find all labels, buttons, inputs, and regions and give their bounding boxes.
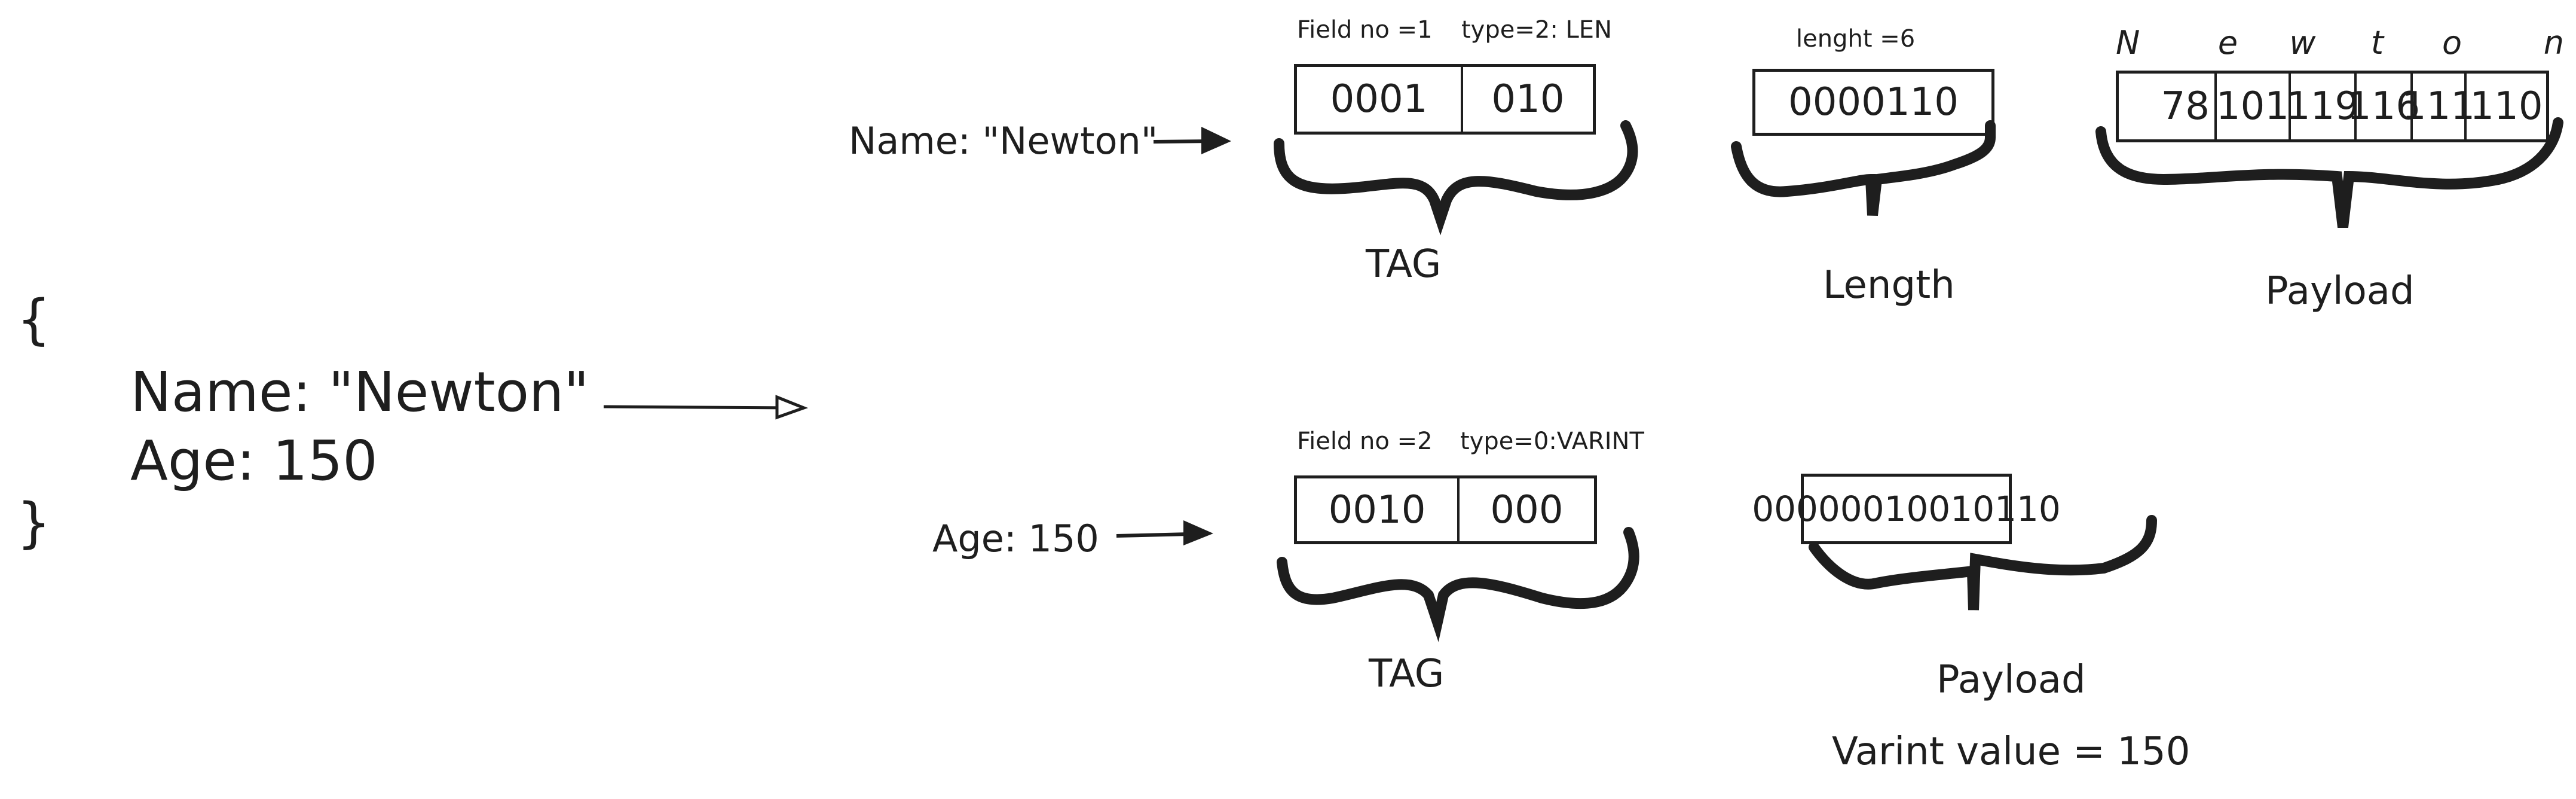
field2-type-note: type=0:VARINT: [1460, 428, 1644, 455]
field1-payload-box: 78 101 119 116 111 110: [2116, 71, 2549, 142]
payload-char: w: [2289, 24, 2316, 62]
payload-char: o: [2442, 24, 2462, 62]
field1-tag-caption: TAG: [1366, 242, 1442, 286]
payload-char: t: [2370, 24, 2384, 62]
field1-payload-caption: Payload: [2265, 269, 2415, 313]
payload-char: N: [2116, 24, 2140, 62]
payload-byte: 119: [2286, 74, 2359, 139]
field2-tag-field-bits: 0010: [1297, 478, 1460, 541]
source-line-age: Age: 150: [130, 429, 378, 493]
field1-field-no-note: Field no =1: [1297, 16, 1433, 44]
field2-field-no-note: Field no =2: [1297, 428, 1433, 455]
field2-payload-caption: Payload: [1936, 658, 2086, 702]
payload-byte: 101: [2216, 74, 2291, 139]
payload-char: n: [2543, 24, 2564, 62]
field2-arrow: [1116, 520, 1213, 545]
payload-byte: 78: [2119, 74, 2217, 139]
field2-payload-brace: [1809, 515, 2157, 611]
field1-length-box: 0000110: [1752, 69, 1994, 136]
field1-length-brace: [1731, 120, 1996, 216]
field1-payload-chars: N e w t o n: [2116, 27, 2564, 59]
field1-length-caption: Length: [1823, 263, 1955, 307]
field2-tag-box: 0010 000: [1294, 475, 1597, 544]
field1-length-bits: 0000110: [1788, 80, 1959, 124]
field2-payload-box: 00000010010110: [1752, 474, 2061, 544]
field1-input-label: Name: "Newton": [849, 119, 1158, 163]
field1-payload-brace: [2095, 117, 2563, 228]
payload-byte: 110: [2470, 84, 2543, 129]
close-brace: }: [17, 492, 51, 554]
field2-tag-type-bits: 000: [1490, 487, 1564, 532]
field2-varint-note: Varint value = 150: [1832, 730, 2190, 774]
open-brace: {: [17, 288, 51, 351]
source-line-name: Name: "Newton": [130, 360, 589, 424]
field1-type-note: type=2: LEN: [1461, 16, 1612, 44]
field1-tag-box: 0001 010: [1294, 64, 1596, 135]
field1-tag-field-bits: 0001: [1297, 67, 1463, 132]
payload-byte: 116: [2347, 74, 2420, 139]
field2-payload-bits: 00000010010110: [1752, 489, 2061, 529]
field2-tag-brace: [1277, 527, 1639, 642]
field1-tag-brace: [1274, 120, 1638, 236]
field2-tag-caption: TAG: [1369, 652, 1445, 696]
field1-length-note: lenght =6: [1796, 25, 1916, 53]
field2-input-label: Age: 150: [932, 517, 1099, 560]
payload-byte: 111: [2402, 74, 2475, 139]
payload-char: e: [2217, 24, 2238, 62]
field1-tag-type-bits: 010: [1491, 77, 1565, 121]
field1-arrow: [1153, 127, 1231, 154]
main-arrow: [603, 395, 809, 420]
